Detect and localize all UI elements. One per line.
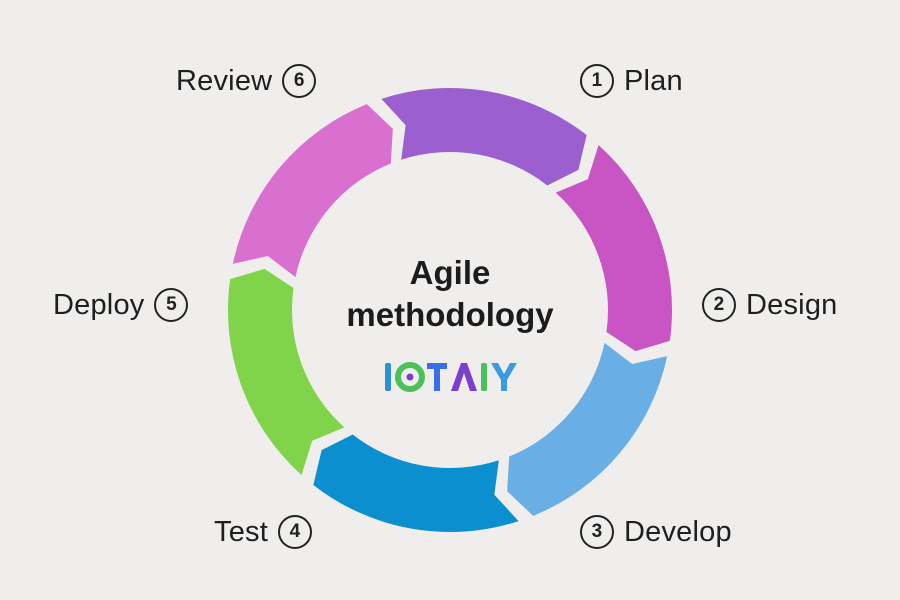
center-title-line2: methodology [346,296,554,333]
logo-y-mark [491,363,517,391]
arrow-segment-design [381,88,587,186]
arrow-segment-deploy [313,434,519,532]
step-plan: 1 Plan [580,64,683,98]
logo-o-dot [406,373,414,381]
step-test-number: 4 [278,515,312,549]
step-develop: 3 Develop [580,515,732,549]
logo-o-ring [395,362,425,392]
step-deploy-number: 5 [154,288,189,322]
arrow-segment-review [228,268,345,475]
step-review: Review 6 [176,64,317,98]
step-review-label: Review [176,64,273,97]
step-deploy-label: Deploy [53,288,145,321]
center-title-line1: Agile [409,254,491,291]
logo-i-bar [385,363,391,391]
arrow-segment-plan [232,104,393,278]
step-plan-number: 1 [580,64,614,98]
step-develop-number: 3 [580,515,614,549]
step-review-number: 6 [282,64,317,98]
center-title: Agile methodology [300,252,600,336]
step-develop-label: Develop [624,515,732,548]
step-design-label: Design [746,288,838,321]
step-design-number: 2 [702,288,736,322]
step-design: 2 Design [702,288,837,322]
step-test-label: Test [214,515,268,548]
logo-t-mark [427,363,447,391]
arrow-segment-test [507,342,668,516]
logo-a-mark [451,363,477,391]
step-plan-label: Plan [624,64,683,97]
step-test: Test 4 [214,515,312,549]
logo-i2-bar [481,363,487,391]
step-deploy: Deploy 5 [53,288,189,322]
iotaiy-logo [385,362,517,392]
arrow-segment-develop [555,145,673,352]
